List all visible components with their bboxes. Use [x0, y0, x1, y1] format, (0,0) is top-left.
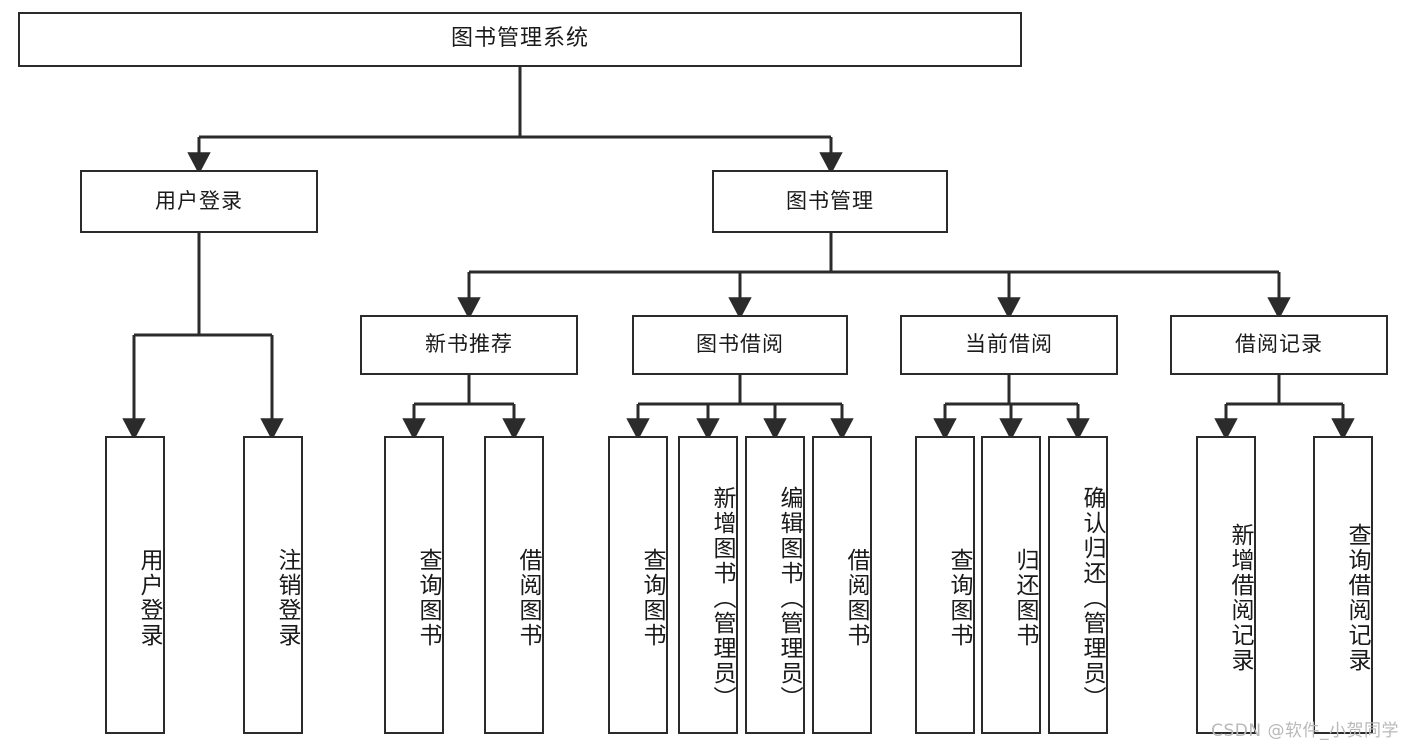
leaf-label: 新增图书（管理员）: [709, 485, 735, 711]
leaf-label: 用户登录: [136, 548, 162, 648]
leaf-label: 借阅图书: [515, 548, 541, 648]
node-book-borrow[interactable]: 图书借阅: [632, 315, 848, 375]
leaf-record-query-record[interactable]: 查询借阅记录: [1313, 436, 1373, 734]
leaf-label: 注销登录: [274, 548, 300, 648]
leaf-borrow-edit-book-admin[interactable]: 编辑图书（管理员）: [745, 436, 805, 734]
node-new-book-recommend[interactable]: 新书推荐: [360, 315, 578, 375]
leaf-current-return-book[interactable]: 归还图书: [981, 436, 1041, 734]
leaf-label: 查询图书: [639, 548, 665, 648]
leaf-user-login-logout[interactable]: 注销登录: [243, 436, 303, 734]
leaf-label: 新增借阅记录: [1227, 523, 1253, 673]
leaf-borrow-add-book-admin[interactable]: 新增图书（管理员）: [678, 436, 738, 734]
leaf-record-add-record[interactable]: 新增借阅记录: [1196, 436, 1256, 734]
node-user-login[interactable]: 用户登录: [80, 170, 318, 233]
leaf-label: 确认归还（管理员）: [1079, 485, 1105, 711]
leaf-new-book-query-book[interactable]: 查询图书: [384, 436, 444, 734]
leaf-label: 查询图书: [946, 548, 972, 648]
leaf-label: 编辑图书（管理员）: [776, 485, 802, 711]
node-current-borrow[interactable]: 当前借阅: [900, 315, 1118, 375]
leaf-current-confirm-return-admin[interactable]: 确认归还（管理员）: [1048, 436, 1108, 734]
leaf-borrow-query-book[interactable]: 查询图书: [608, 436, 668, 734]
leaf-new-book-borrow-book[interactable]: 借阅图书: [484, 436, 544, 734]
node-root-system[interactable]: 图书管理系统: [18, 12, 1022, 67]
leaf-current-query-book[interactable]: 查询图书: [915, 436, 975, 734]
leaf-label: 归还图书: [1012, 548, 1038, 648]
leaf-label: 查询图书: [415, 548, 441, 648]
leaf-user-login-login[interactable]: 用户登录: [105, 436, 165, 734]
node-borrow-record[interactable]: 借阅记录: [1170, 315, 1388, 375]
leaf-label: 借阅图书: [843, 548, 869, 648]
leaf-borrow-borrow-book[interactable]: 借阅图书: [812, 436, 872, 734]
node-book-management[interactable]: 图书管理: [712, 170, 948, 233]
csdn-watermark: CSDN @软件_小贺同学: [1211, 721, 1399, 741]
leaf-label: 查询借阅记录: [1344, 523, 1370, 673]
